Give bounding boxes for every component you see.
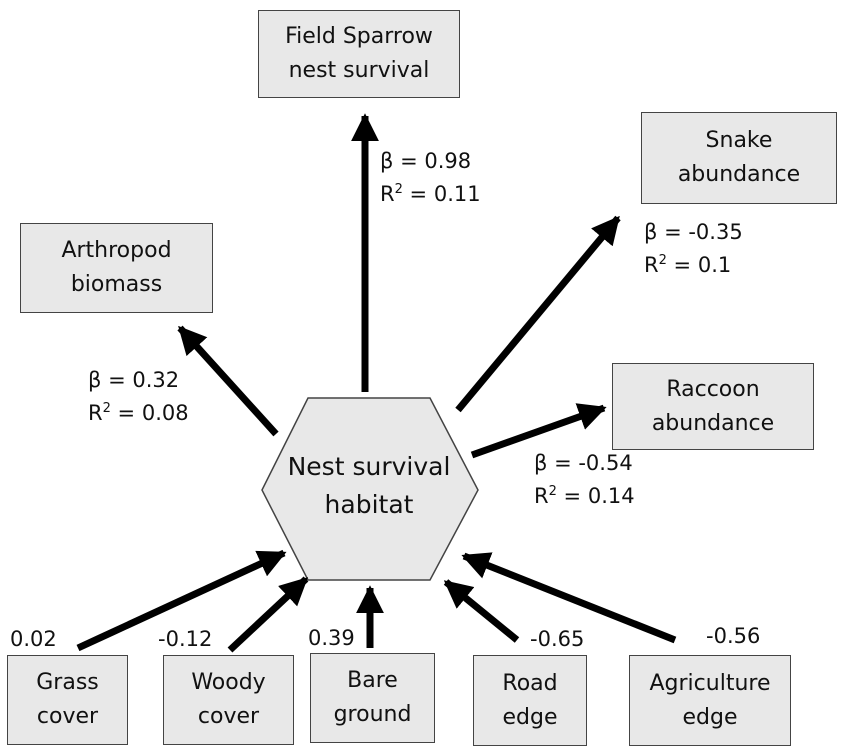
nest-survival-habitat-hexagon	[261, 397, 479, 581]
bare-ground-box: Bare ground	[310, 653, 435, 743]
r2-base: R	[534, 484, 549, 508]
r2-eq: =	[666, 253, 698, 277]
agriculture-edge-box: Agriculture edge	[629, 655, 791, 746]
agriculture-edge-line1: Agriculture	[649, 670, 771, 696]
road-edge-box: Road edge	[473, 655, 587, 746]
r2-sup: 2	[658, 253, 667, 268]
bare-ground-coef: 0.39	[308, 626, 355, 650]
center-label: Nest survival habitat	[262, 448, 476, 524]
arrow-to-raccoon	[470, 403, 607, 459]
bare-ground-line2: ground	[333, 702, 412, 727]
arthropod-stats: β = 0.32 R2 = 0.08	[88, 364, 189, 430]
road-edge-line2: edge	[502, 704, 558, 730]
bare-ground-line1: Bare	[347, 668, 398, 693]
field-sparrow-stats: β = 0.98 R2 = 0.11	[380, 145, 481, 211]
arrow-from-grass	[76, 549, 287, 652]
raccoon-line2: abundance	[651, 410, 775, 436]
road-edge-coef: -0.65	[530, 627, 585, 651]
r2-base: R	[380, 182, 395, 206]
grass-cover-line2: cover	[36, 704, 99, 729]
r2-eq: =	[556, 484, 588, 508]
woody-cover-line2: cover	[197, 704, 260, 729]
arrow-to-arthropod	[177, 325, 279, 437]
woody-cover-coef: -0.12	[158, 627, 213, 651]
field-sparrow-box: Field Sparrow nest survival	[258, 10, 460, 98]
r2-sup: 2	[394, 182, 403, 197]
raccoon-line1: Raccoon	[666, 376, 760, 402]
r2-sup: 2	[548, 484, 557, 499]
field-sparrow-line1: Field Sparrow	[285, 24, 433, 49]
arrow-from-road	[443, 579, 520, 643]
arthropod-line1: Arthropod	[61, 238, 172, 263]
arthropod-r2-value: 0.08	[141, 401, 189, 425]
arrow-from-agriculture	[461, 552, 677, 644]
r2-eq: =	[402, 182, 434, 206]
agriculture-edge-coef: -0.56	[706, 624, 761, 648]
snake-stats: β = -0.35 R2 = 0.1	[644, 216, 743, 282]
road-edge-line1: Road	[502, 670, 558, 696]
raccoon-box: Raccoon abundance	[612, 363, 814, 450]
r2-base: R	[644, 253, 659, 277]
agriculture-edge-line2: edge	[682, 704, 738, 730]
grass-cover-line1: Grass	[36, 670, 99, 695]
field-sparrow-r2: R2 = 0.11	[380, 178, 481, 211]
r2-eq: =	[110, 401, 142, 425]
snake-r2: R2 = 0.1	[644, 249, 743, 282]
center-label-line1: Nest survival	[287, 452, 451, 481]
raccoon-beta: β = -0.54	[534, 451, 633, 475]
raccoon-r2: R2 = 0.14	[534, 480, 635, 513]
grass-cover-box: Grass cover	[7, 655, 128, 745]
snake-line1: Snake	[705, 128, 773, 153]
arthropod-line2: biomass	[70, 272, 163, 297]
field-sparrow-line2: nest survival	[288, 58, 430, 83]
snake-r2-value: 0.1	[697, 253, 732, 277]
raccoon-stats: β = -0.54 R2 = 0.14	[534, 447, 635, 513]
arrow-from-woody	[227, 576, 309, 653]
snake-beta: β = -0.35	[644, 220, 743, 244]
r2-base: R	[88, 401, 103, 425]
arrow-to-snake	[455, 215, 621, 413]
field-sparrow-r2-value: 0.11	[433, 182, 481, 206]
woody-cover-box: Woody cover	[163, 655, 294, 745]
raccoon-r2-value: 0.14	[587, 484, 635, 508]
field-sparrow-beta: β = 0.98	[380, 149, 472, 173]
snake-box: Snake abundance	[641, 112, 837, 204]
arthropod-r2: R2 = 0.08	[88, 397, 189, 430]
arthropod-beta: β = 0.32	[88, 368, 180, 392]
r2-sup: 2	[102, 401, 111, 416]
center-label-line2: habitat	[324, 490, 414, 519]
snake-line2: abundance	[677, 162, 801, 187]
arthropod-box: Arthropod biomass	[20, 223, 213, 313]
grass-cover-coef: 0.02	[10, 627, 57, 651]
woody-cover-line1: Woody	[191, 670, 266, 695]
